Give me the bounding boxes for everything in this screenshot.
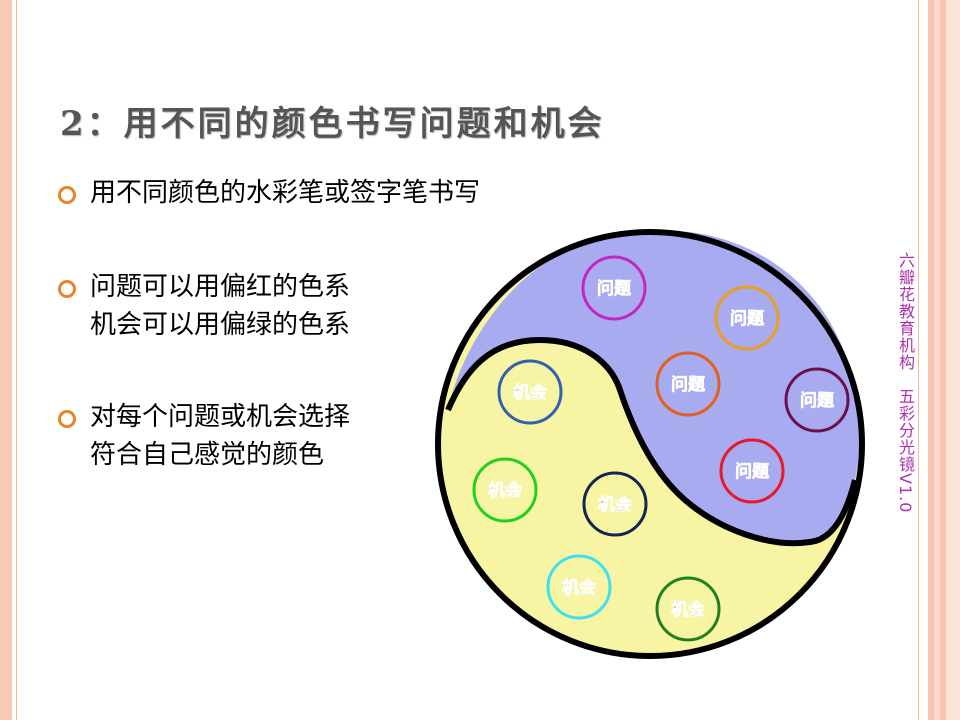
opportunity-badge-label: 机会 [562,577,596,598]
problem-badge-ring [714,285,780,351]
opportunity-badge-label: 机会 [598,494,632,515]
problem-badge-ring [655,351,721,417]
problem-badge-label: 问题 [597,278,632,299]
bullet-ring-icon [58,410,76,428]
problem-badge: 问题 [784,367,850,433]
opportunity-badge-ring [582,471,648,537]
left-frame-bar [0,0,12,720]
problem-badge-label: 问题 [730,308,765,329]
opportunity-badge-label: 机会 [513,382,547,403]
problem-badge-label: 问题 [671,374,706,395]
s-curve-divider [445,336,858,547]
bullet-text: 符合自己感觉的颜色 [90,440,325,470]
opportunity-badge: 机会 [655,576,721,642]
opportunity-badge-ring [546,554,612,620]
left-frame-line [16,0,17,720]
problem-badge: 问题 [655,351,721,417]
opportunity-badge: 机会 [472,457,538,523]
problem-badge-label: 问题 [735,461,770,482]
bullet-text: 机会可以用偏绿的色系 [90,310,351,340]
problem-badge-ring [581,255,647,321]
opportunity-badge: 机会 [546,554,612,620]
opportunity-badge: 机会 [497,359,563,425]
slide-title: 2：用不同的颜色书写问题和机会 [60,104,605,144]
problem-badge: 问题 [581,255,647,321]
bullet-text: 问题可以用偏红的色系 [90,272,351,302]
opportunity-badge-ring [472,457,538,523]
opportunity-badge-ring [497,359,563,425]
opportunity-badge-label: 机会 [671,599,705,620]
problem-badge-ring [784,367,850,433]
problem-badge: 问题 [719,438,785,504]
opportunity-badge: 机会 [582,471,648,537]
problem-badge-label: 问题 [800,390,835,411]
problem-badge: 问题 [714,285,780,351]
right-frame-line [918,0,919,720]
right-frame-bar [928,0,960,720]
problem-region [448,230,860,544]
bullet-ring-icon [58,280,76,298]
problem-badge-ring [719,438,785,504]
side-vertical-caption: 六瓣花教育机构 五彩分光镜V1.0 [896,252,915,514]
bullet-text: 用不同颜色的水彩笔或签字笔书写 [90,178,481,208]
outer-circle [435,229,865,659]
bullet-text: 对每个问题或机会选择 [90,402,351,432]
bullet-ring-icon [58,186,76,204]
opportunity-badge-label: 机会 [488,480,522,501]
opportunity-badge-ring [655,576,721,642]
